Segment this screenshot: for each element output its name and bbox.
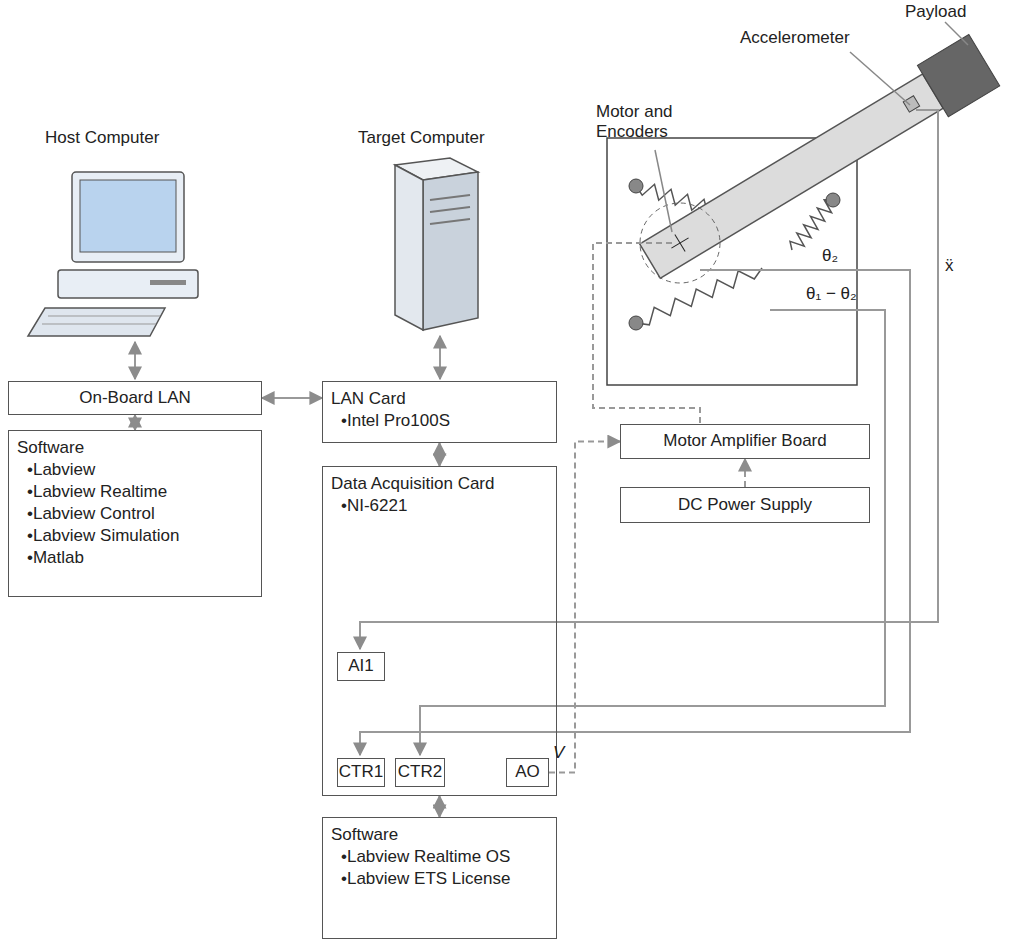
box-title: Motor Amplifier Board	[663, 430, 826, 452]
leader-line	[945, 22, 968, 45]
box-text: •Labview Realtime OS	[331, 846, 548, 868]
device-label: Host Computer	[45, 128, 159, 148]
leader-line	[655, 150, 672, 232]
connector	[439, 796, 441, 817]
connector	[134, 415, 136, 430]
connector	[549, 442, 620, 773]
target-computer-icon	[395, 158, 478, 330]
box-text: •Labview Control	[17, 503, 253, 525]
accelerometer-wire	[360, 110, 938, 649]
box-title: AI1	[348, 655, 374, 677]
connector	[439, 443, 441, 466]
encoder-wire	[360, 270, 910, 755]
network-box: On-Board LAN	[8, 381, 262, 415]
motor-wire	[593, 243, 700, 424]
leader-line	[850, 52, 910, 105]
spring-pin	[826, 193, 840, 207]
daq-card-box: Data Acquisition Card•NI-6221AI1CTR1 CTR2…	[322, 466, 557, 796]
box-text: •Labview	[17, 459, 253, 481]
spring	[790, 200, 833, 250]
connector	[262, 397, 322, 399]
software-box: Software•Labview•Labview Realtime•Labvie…	[8, 430, 262, 597]
box-title: CTR1	[339, 761, 383, 783]
flexible-beam	[635, 34, 1000, 286]
box-text: •Labview ETS License	[331, 868, 548, 890]
power-supply-box: DC Power Supply	[620, 487, 870, 523]
box-text: •Matlab	[17, 547, 253, 569]
signal-label: θ₂	[822, 246, 838, 266]
box-title: On-Board LAN	[79, 387, 191, 409]
part-label: Payload	[905, 2, 966, 22]
counter-port: CTR1	[337, 758, 385, 787]
part-label: Motor and Encoders	[596, 102, 696, 143]
spring-pin	[629, 316, 643, 330]
output-port: AO	[506, 758, 549, 787]
input-port: AI1	[337, 652, 385, 681]
signal-label: ẍ	[945, 256, 954, 276]
box-title: Data Acquisition Card	[331, 473, 548, 495]
host-computer-icon	[28, 172, 198, 336]
box-text: •Intel Pro100S	[331, 410, 548, 432]
box-text: •Labview Realtime	[17, 481, 253, 503]
box-title: LAN Card	[331, 388, 548, 410]
box-text: •Labview Simulation	[17, 525, 253, 547]
box-title: Software	[17, 437, 253, 459]
box-title: AO	[515, 761, 540, 783]
box-title: DC Power Supply	[678, 494, 812, 516]
amplifier-box: Motor Amplifier Board	[620, 424, 870, 459]
box-text: •NI-6221	[331, 495, 548, 517]
signal-label: V	[553, 743, 564, 763]
software-box: Software•Labview Realtime OS•Labview ETS…	[322, 817, 557, 939]
spring-pin	[629, 179, 643, 193]
encoder-wire	[420, 310, 885, 755]
link-arrow	[134, 342, 136, 379]
connector	[744, 459, 746, 487]
counter-port: CTR2	[395, 758, 445, 787]
box-title: CTR2	[398, 761, 442, 783]
signal-label: θ₁ − θ₂	[806, 284, 857, 304]
device-label: Target Computer	[358, 128, 485, 148]
part-label: Accelerometer	[740, 28, 850, 48]
network-card-box: LAN Card•Intel Pro100S	[322, 381, 557, 443]
box-title: Software	[331, 824, 548, 846]
spring	[636, 268, 762, 325]
link-arrow	[439, 336, 441, 379]
